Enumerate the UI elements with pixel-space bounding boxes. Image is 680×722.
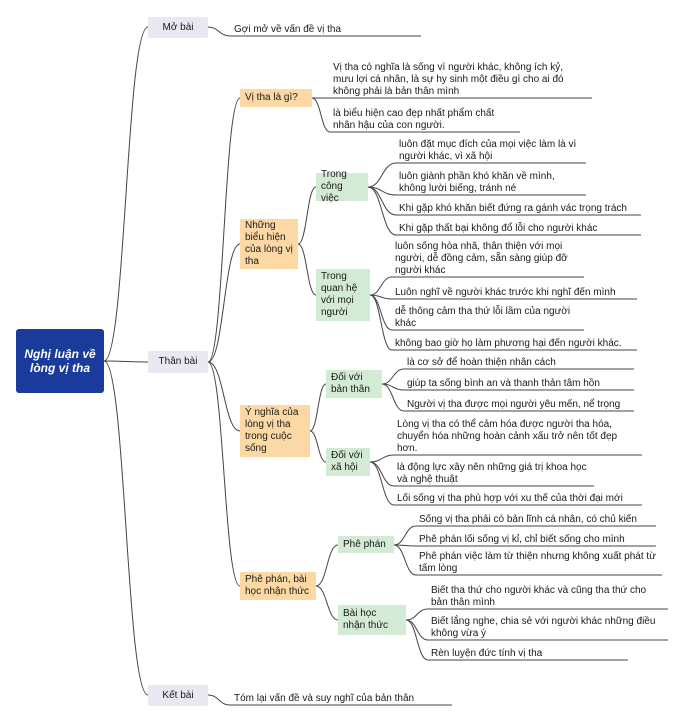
- leaf-bai-hoc-1[interactable]: Biết tha thứ cho người khác và cũng tha …: [431, 585, 647, 608]
- leaf-mo-bai[interactable]: Gợi mở về vấn đề vị tha: [234, 24, 342, 35]
- topic-trong-quan-he-label: Trong quan hệ với mọi người: [321, 271, 358, 318]
- connector-xa-hoi-leaf: [369, 461, 395, 506]
- connector-phe-phan-leaf: [393, 525, 417, 546]
- topic-phe-phan-bai-hoc-label: Phê phán, bài học nhận thức: [245, 574, 309, 597]
- topic-bai-hoc-nhan-thuc[interactable]: Bài học nhận thức: [338, 605, 406, 635]
- leaf-phe-phan-2[interactable]: Phê phán lối sống vị kỉ, chỉ biết sống c…: [419, 534, 625, 545]
- topic-vi-tha-la-gi-label: Vị tha là gì?: [245, 92, 298, 103]
- topic-than-bai-label: Thân bài: [158, 356, 198, 367]
- leaf-vi-tha-2[interactable]: là biểu hiện cao đẹp nhất phẩm chất nhân…: [333, 108, 495, 131]
- topic-trong-quan-he[interactable]: Trong quan hệ với mọi người: [316, 269, 370, 321]
- connector-mo-bai: [207, 26, 231, 37]
- topic-ket-bai-label: Kết bài: [162, 689, 194, 701]
- topic-phe-phan-label: Phê phán: [343, 538, 386, 550]
- leaf-bai-hoc-2[interactable]: Biết lắng nghe, chia sẻ với người khác n…: [431, 616, 656, 639]
- connector-quan-he-leaf: [369, 276, 393, 296]
- connector-bieu-hien: [207, 243, 241, 363]
- connector-bai-hoc-leaf: [405, 608, 429, 621]
- topic-phe-phan-bai-hoc[interactable]: Phê phán, bài học nhận thức: [240, 572, 316, 600]
- connector-quan-he: [297, 243, 317, 296]
- leaf-xa-hoi-1[interactable]: Lòng vị tha có thể cảm hóa được người th…: [397, 419, 618, 454]
- leaf-ban-than-1[interactable]: là cơ sở để hoàn thiện nhân cách: [407, 357, 556, 368]
- topic-trong-cong-viec[interactable]: Trong công việc: [316, 169, 368, 204]
- topic-phe-phan[interactable]: Phê phán: [338, 536, 394, 553]
- leaf-vi-tha-1[interactable]: Vị tha có nghĩa là sống vì người khác, k…: [333, 62, 564, 97]
- leaf-cong-viec-4[interactable]: Khi gặp thất bại không đổ lỗi cho người …: [399, 223, 598, 234]
- connector-cong-viec-leaf: [367, 162, 397, 188]
- topic-trong-cong-viec-label: Trong công việc: [321, 169, 347, 204]
- connector-xa-hoi-leaf: [369, 454, 395, 463]
- leaf-phe-phan-1[interactable]: Sống vị tha phải có bản lĩnh cá nhân, có…: [419, 514, 637, 525]
- topic-doi-voi-ban-than-label: Đối với bản thân: [331, 372, 370, 395]
- connector-root-mo-bai: [103, 26, 149, 362]
- topic-mo-bai[interactable]: Mở bài: [148, 17, 208, 38]
- topic-doi-voi-xa-hoi[interactable]: Đối với xã hội: [326, 448, 370, 476]
- connector-root-than-bai: [103, 360, 149, 363]
- leaf-quan-he-1[interactable]: luôn sống hòa nhã, thân thiện với mọi ng…: [395, 241, 568, 276]
- topic-ket-bai[interactable]: Kết bài: [148, 685, 208, 706]
- connector-bai-hoc-leaf: [405, 619, 429, 661]
- topic-y-nghia-label: Ý nghĩa của lòng vị tha trong cuộc sống: [245, 407, 299, 454]
- topic-bieu-hien[interactable]: Những biểu hiện của lòng vị tha: [240, 219, 298, 269]
- topic-mo-bai-label: Mở bài: [162, 21, 194, 33]
- connector-phe-phan: [315, 544, 339, 587]
- topic-vi-tha-la-gi[interactable]: Vị tha là gì?: [240, 89, 312, 107]
- topic-bieu-hien-label: Những biểu hiện của lòng vị tha: [245, 220, 293, 267]
- leaf-ket-bai[interactable]: Tóm lại vấn đề và suy nghĩ của bản thân: [234, 693, 415, 704]
- leaf-ban-than-3[interactable]: Người vị tha được mọi người yêu mến, nể …: [407, 399, 621, 410]
- connector-y-nghia: [207, 361, 241, 432]
- connector-ban-than-leaf: [381, 383, 405, 412]
- root-topic[interactable]: Nghị luận về lòng vị tha: [16, 329, 104, 393]
- leaf-quan-he-3[interactable]: dễ thông cảm tha thứ lỗi lầm của người k…: [395, 306, 571, 329]
- root-topic-label: Nghị luận về lòng vị tha: [24, 347, 96, 375]
- connector-bai-hoc-leaf: [405, 619, 429, 641]
- connector-cong-viec-leaf: [367, 186, 397, 236]
- topic-y-nghia[interactable]: Ý nghĩa của lòng vị tha trong cuộc sống: [240, 405, 310, 457]
- leaf-bai-hoc-3[interactable]: Rèn luyện đức tính vị tha: [431, 648, 543, 659]
- connector-vi-tha: [207, 97, 241, 363]
- leaf-quan-he-4[interactable]: không bao giờ họ làm phương hại đến ngườ…: [395, 338, 622, 349]
- leaf-ban-than-2[interactable]: giúp ta sống bình an và thanh thản tâm h…: [407, 378, 600, 389]
- leaf-xa-hoi-3[interactable]: Lối sống vị tha phù hợp với xu thế của t…: [397, 493, 623, 504]
- leaf-quan-he-2[interactable]: Luôn nghĩ về người khác trước khi nghĩ đ…: [395, 287, 616, 298]
- connector-bai-hoc: [315, 585, 339, 621]
- connector-ban-than-leaf: [381, 368, 405, 385]
- topic-doi-voi-xa-hoi-label: Đối với xã hội: [331, 450, 363, 473]
- topic-doi-voi-ban-than[interactable]: Đối với bản thân: [326, 370, 382, 398]
- topic-bai-hoc-nhan-thuc-label: Bài học nhận thức: [343, 608, 389, 631]
- connector-root-ket-bai: [103, 360, 149, 696]
- leaf-cong-viec-1[interactable]: luôn đặt mục đích của mọi việc làm là vì…: [399, 139, 577, 162]
- connector-phe-phan-bai-hoc: [207, 361, 241, 587]
- topic-than-bai[interactable]: Thân bài: [148, 351, 208, 373]
- connector-ket-bai: [207, 694, 231, 706]
- connector-quan-he-leaf: [369, 294, 393, 351]
- connector-ban-than: [309, 383, 327, 432]
- connector-vi-tha-leaf: [311, 97, 331, 133]
- leaf-cong-viec-3[interactable]: Khi gặp khó khăn biết đứng ra gánh vác t…: [399, 203, 627, 214]
- connector-cong-viec: [297, 186, 317, 245]
- leaf-cong-viec-2[interactable]: luôn giành phần khó khăn về mình, không …: [399, 171, 555, 194]
- leaf-phe-phan-3[interactable]: Phê phán việc làm từ thiện nhưng không x…: [419, 551, 656, 574]
- connector-phe-phan-leaf: [393, 544, 417, 576]
- leaf-xa-hoi-2[interactable]: là động lực xây nên những giá trị khoa h…: [397, 462, 587, 485]
- connector-xa-hoi: [309, 430, 327, 463]
